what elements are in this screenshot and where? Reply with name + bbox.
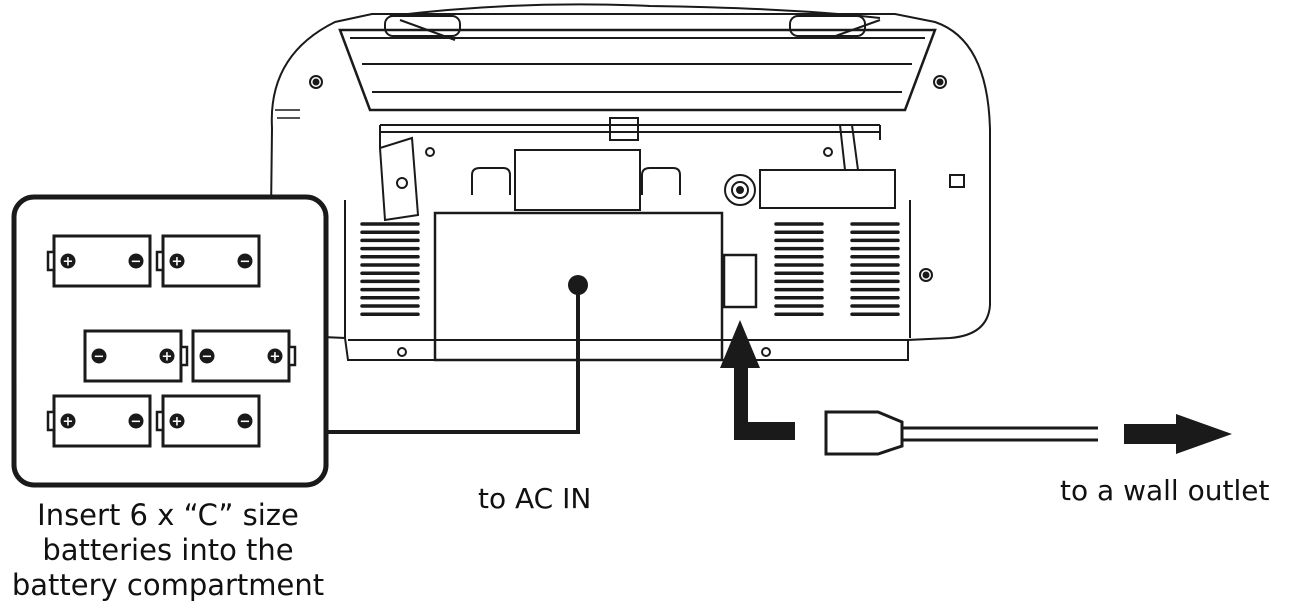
caption-line: Insert 6 x “C” size	[37, 498, 299, 532]
plus-terminal-icon: +	[63, 255, 74, 270]
power-cord	[902, 426, 1098, 442]
minus-terminal-icon: −	[240, 415, 251, 430]
power-plug-icon	[824, 410, 904, 456]
speaker-grille-right	[774, 222, 824, 316]
ac-in-socket	[722, 253, 758, 309]
connector-dot	[568, 275, 588, 295]
battery-icon: +−	[83, 329, 189, 383]
plus-terminal-icon: +	[162, 350, 173, 365]
plus-terminal-icon: +	[172, 415, 183, 430]
right-arrow-icon	[1124, 414, 1232, 454]
unit-handle	[338, 28, 937, 112]
battery-icon: +−	[46, 234, 152, 288]
screw-icon	[933, 75, 947, 89]
unit-body	[268, 13, 991, 361]
plus-terminal-icon: +	[63, 415, 74, 430]
screw-icon	[309, 75, 323, 89]
minus-terminal-icon: −	[202, 350, 213, 365]
minus-terminal-icon: −	[94, 350, 105, 365]
caption-line: battery compartment	[11, 568, 325, 602]
dc-jack-icon	[724, 174, 756, 206]
battery-icon: +−	[155, 234, 261, 288]
screw-icon	[919, 268, 933, 282]
minus-terminal-icon: −	[131, 255, 142, 270]
battery-icon: +−	[191, 329, 297, 383]
minus-terminal-icon: −	[131, 415, 142, 430]
battery-connector-line	[326, 288, 580, 434]
minus-terminal-icon: −	[240, 255, 251, 270]
caption-line: batteries into the	[42, 533, 294, 567]
battery-instruction-caption: Insert 6 x “C” size batteries into the b…	[0, 498, 336, 603]
battery-group: +−+−+−+−+−+−	[46, 234, 297, 448]
ac-in-caption: to AC IN	[478, 482, 592, 515]
battery-icon: +−	[155, 394, 261, 448]
battery-icon: +−	[46, 394, 152, 448]
plus-terminal-icon: +	[270, 350, 281, 365]
insert-arrow-icon	[720, 320, 795, 440]
speaker-grille-right	[850, 222, 900, 316]
plus-terminal-icon: +	[172, 255, 183, 270]
wall-outlet-caption: to a wall outlet	[1060, 474, 1270, 507]
boombox-unit	[268, 3, 991, 362]
speaker-grille-left	[360, 222, 420, 316]
